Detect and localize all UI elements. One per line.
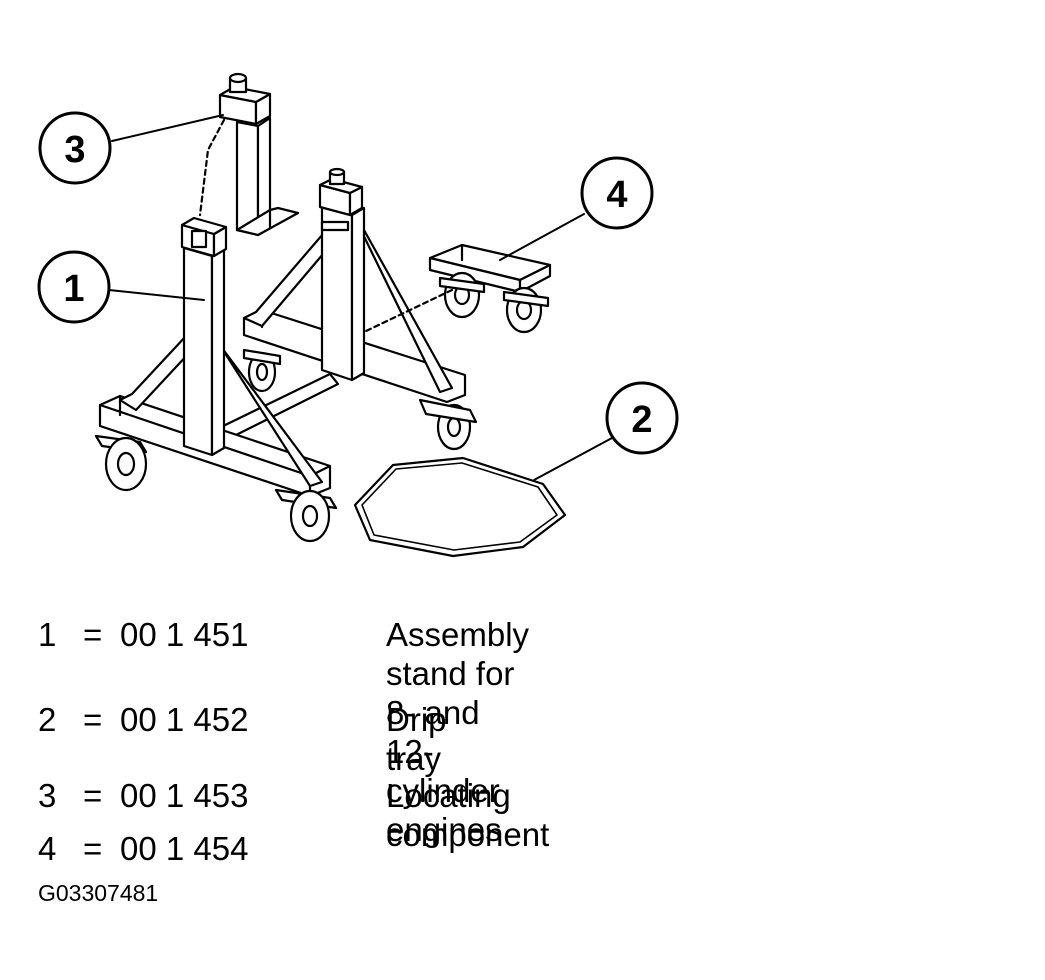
leader-lines — [108, 114, 613, 481]
callout-3: 3 — [38, 111, 112, 185]
legend-number: 2 — [38, 701, 57, 738]
legend-description: Assembly stand for 8- and 12-cylinder en… — [386, 616, 530, 848]
figure-id: G03307481 — [38, 880, 159, 906]
caster-carrier — [362, 243, 552, 334]
legend-part-number: 00 1 454 — [120, 830, 249, 867]
callout-4-label: 4 — [606, 174, 627, 216]
legend-number: 1 — [38, 616, 57, 653]
callout-3-label: 3 — [64, 129, 85, 171]
legend-equals: = — [83, 777, 103, 814]
callout-4: 4 — [580, 156, 654, 230]
legend-equals: = — [83, 701, 103, 738]
legend-equals: = — [83, 830, 103, 867]
legend-part-number: 00 1 451 — [120, 616, 249, 653]
callout-1-label: 1 — [63, 268, 84, 310]
legend-part-number: 00 1 453 — [120, 777, 249, 814]
assembly-stand — [94, 216, 338, 543]
legend-equals: = — [83, 616, 103, 653]
legend-description: Locating component — [386, 777, 550, 853]
callout-2-label: 2 — [631, 399, 652, 441]
drip-tray — [353, 456, 567, 558]
legend-description: Drip tray — [386, 701, 447, 777]
legend-number: 3 — [38, 777, 57, 814]
locating-component — [198, 72, 300, 237]
tool-illustration: 3 1 4 2 — [37, 72, 679, 558]
rear-assembly-stand — [213, 167, 478, 451]
legend-number: 4 — [38, 830, 57, 867]
callout-2: 2 — [605, 381, 679, 455]
legend-part-number: 00 1 452 — [120, 701, 249, 738]
callout-1: 1 — [37, 250, 111, 324]
